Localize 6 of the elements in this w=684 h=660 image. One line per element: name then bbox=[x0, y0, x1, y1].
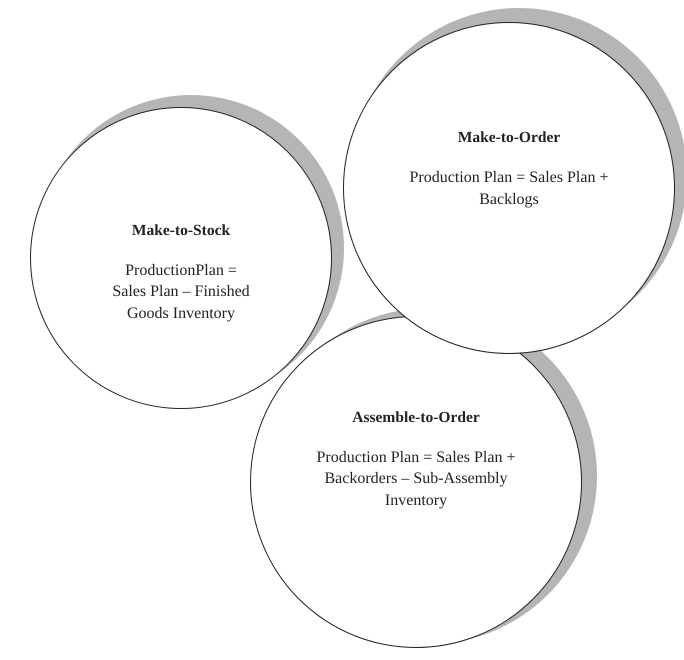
formula-text: Production Plan = Sales Plan + Backlogs bbox=[408, 168, 610, 210]
formula-text: ProductionPlan = Sales Plan – Finished Goods Inventory bbox=[111, 260, 251, 324]
circle-title: Make-to-Order bbox=[456, 129, 562, 148]
circle-title: Make-to-Stock bbox=[130, 222, 232, 240]
formula-text: Production Plan = Sales Plan + Backorders – Sub-Assembly Inventory bbox=[316, 448, 516, 511]
circle-title: Assemble-to-Order bbox=[351, 408, 481, 427]
